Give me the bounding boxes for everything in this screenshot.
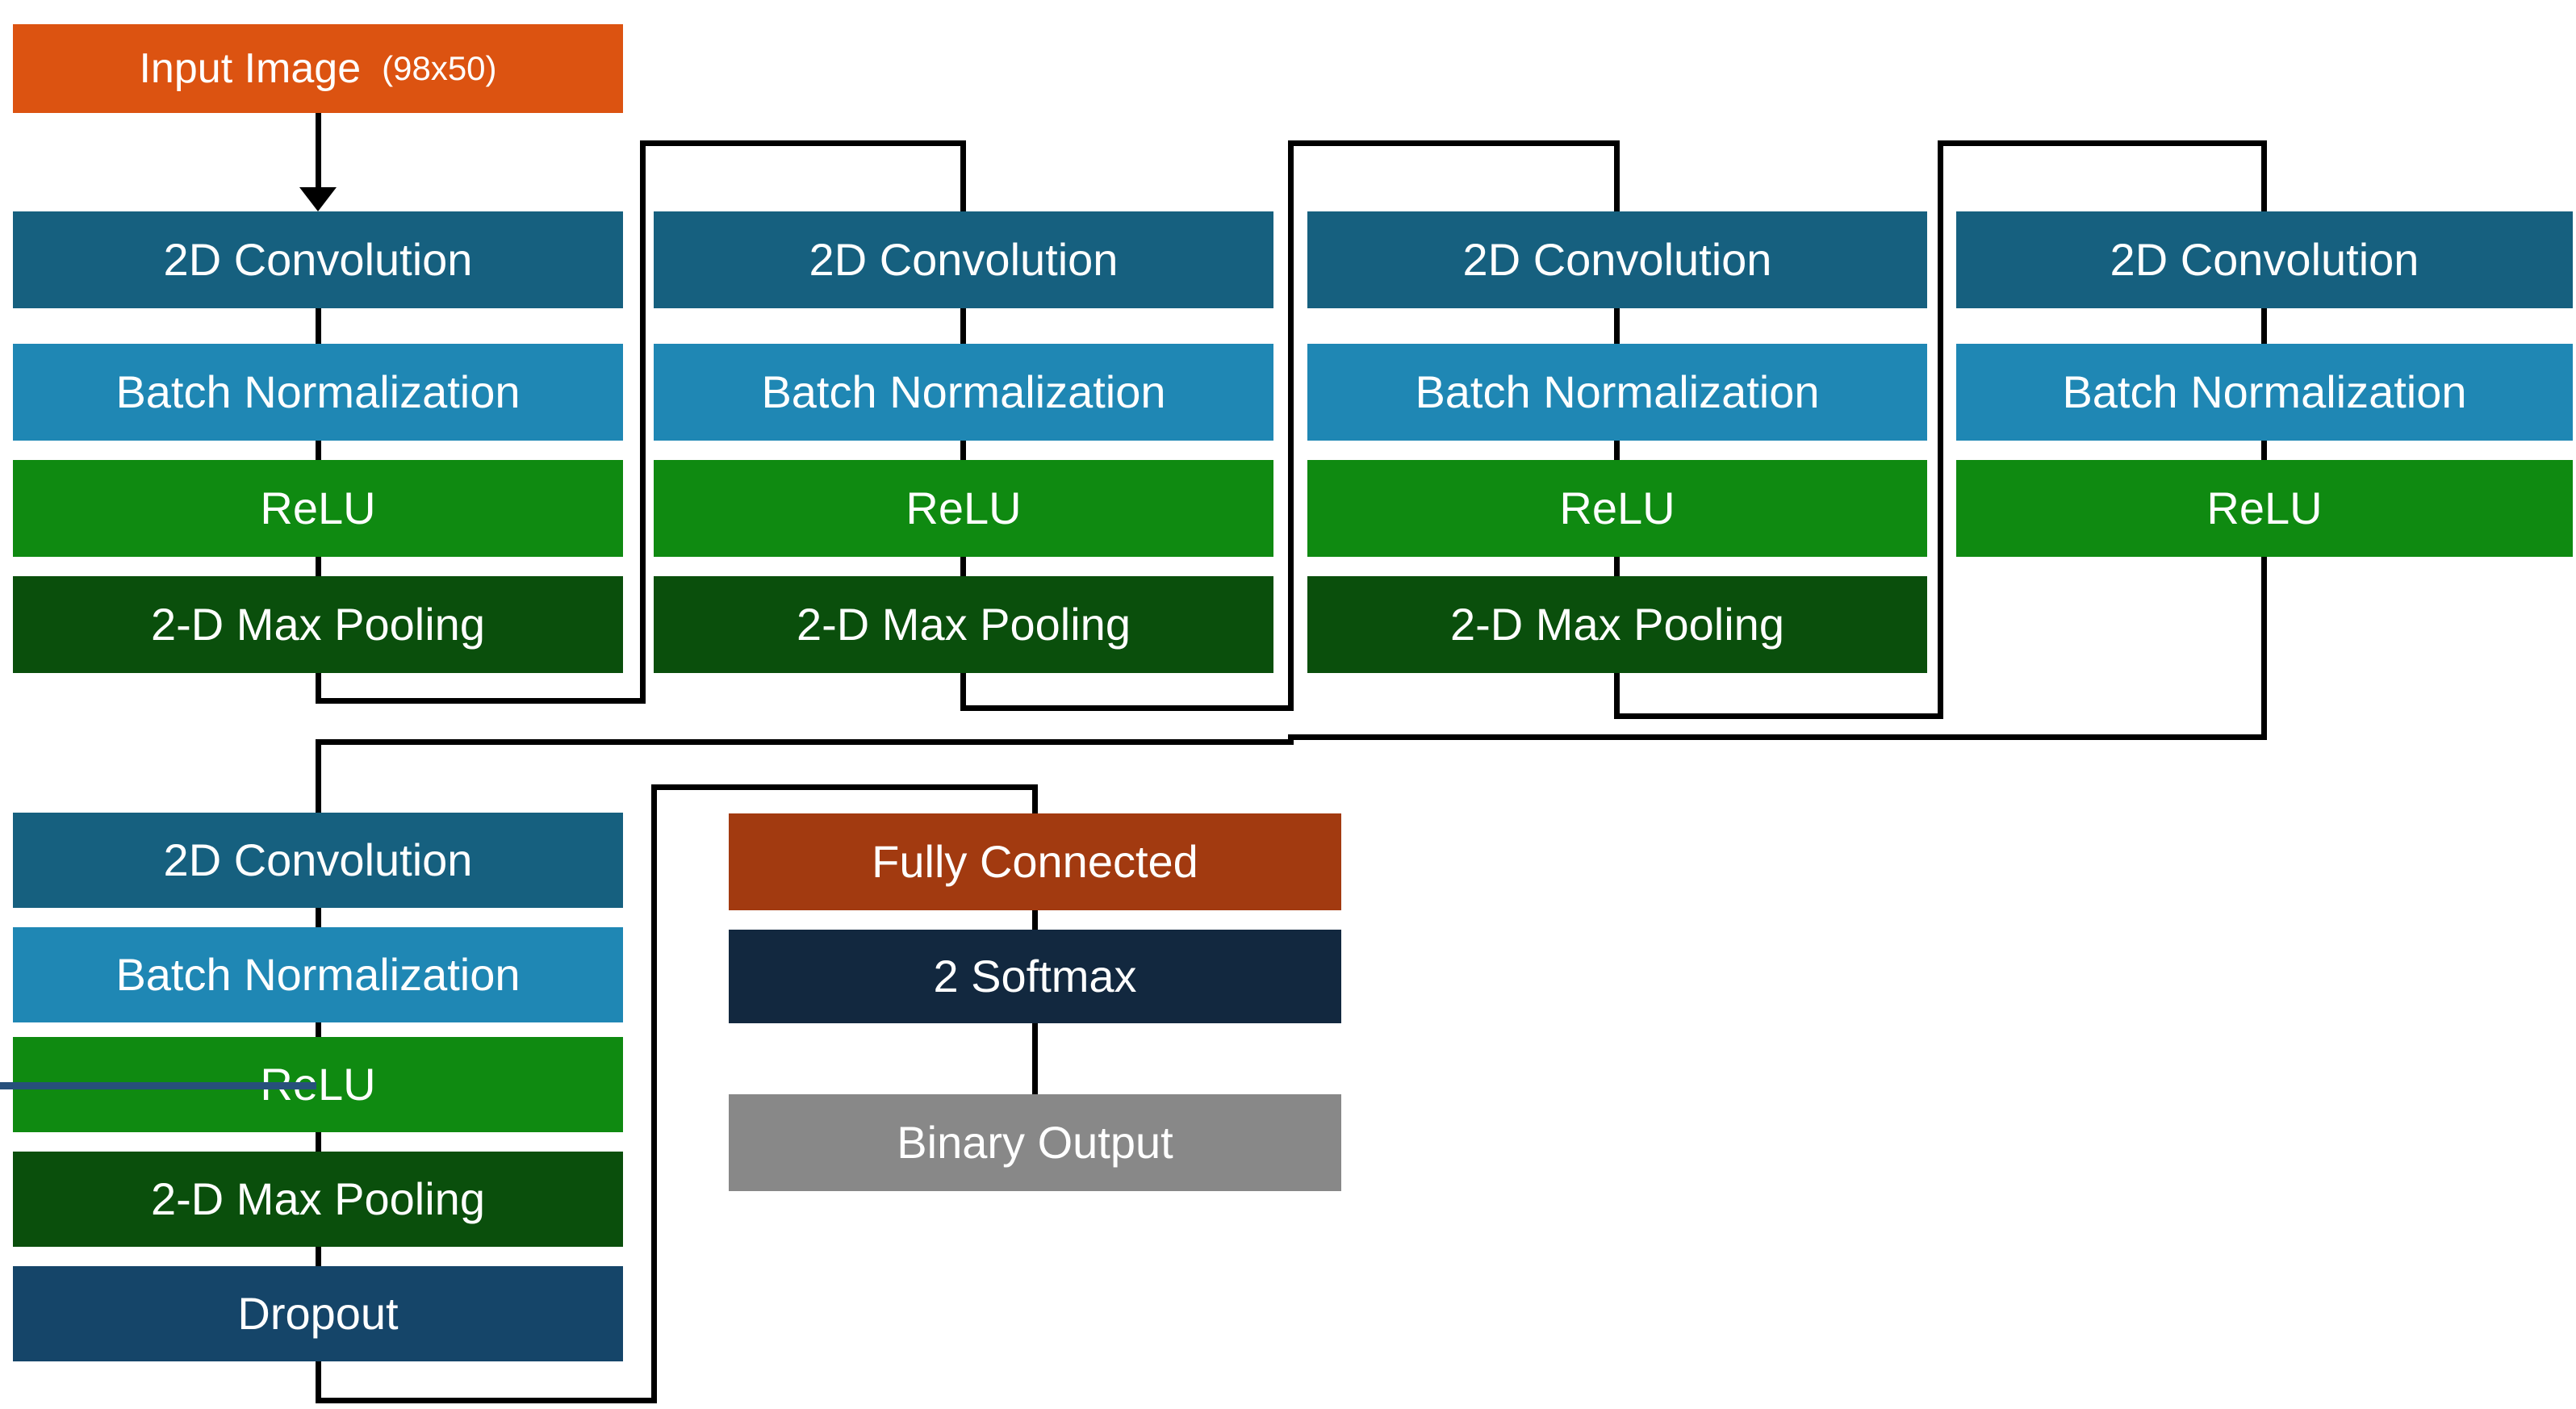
stage2-internal-connector <box>960 557 966 576</box>
stage4-batchnorm-block: Batch Normalization <box>1956 344 2573 441</box>
stage1-maxpool-block: 2-D Max Pooling <box>13 576 623 673</box>
binary-output-block: Binary Output <box>729 1094 1341 1191</box>
stage2-conv-block: 2D Convolution <box>654 211 1273 308</box>
stage2-to-stage3-bottom <box>960 705 1294 711</box>
stage5-internal-connector <box>316 908 321 927</box>
stage1-internal-connector <box>316 308 321 344</box>
stage4-internal-connector <box>2261 308 2267 344</box>
softmax-to-output-connector <box>1032 1023 1038 1094</box>
stage3-relu-block: ReLU <box>1307 460 1927 557</box>
stage4-relu-block: ReLU <box>1956 460 2573 557</box>
stage1-conv-block: 2D Convolution <box>13 211 623 308</box>
stage2-internal-connector <box>960 441 966 460</box>
stage2-to-stage3-top <box>1288 140 1620 146</box>
stage5-to-head-bottom <box>316 1398 657 1403</box>
stage1-internal-connector <box>316 441 321 460</box>
stage2-batchnorm-block: Batch Normalization <box>654 344 1273 441</box>
stage3-conv-block: 2D Convolution <box>1307 211 1927 308</box>
stage2-relu-block: ReLU <box>654 460 1273 557</box>
stage5-internal-connector <box>316 1247 321 1266</box>
stage1-relu-block: ReLU <box>13 460 623 557</box>
stage2-output-stub <box>960 673 966 711</box>
stage1-to-stage2-riser <box>640 140 646 704</box>
stage5-internal-connector <box>316 1132 321 1152</box>
stage2-internal-connector <box>960 308 966 344</box>
softmax-block: 2 Softmax <box>729 930 1341 1023</box>
stage2-to-stage3-riser <box>1288 140 1294 711</box>
input-arrow-head-icon <box>299 187 337 211</box>
stage5-batchnorm-block: Batch Normalization <box>13 927 623 1022</box>
input-image-dimensions: (98x50) <box>382 49 497 87</box>
stage5-dropout-block: Dropout <box>13 1266 623 1361</box>
stage3-batchnorm-block: Batch Normalization <box>1307 344 1927 441</box>
stage4-conv-block: 2D Convolution <box>1956 211 2573 308</box>
head-internal-connector <box>1032 910 1038 930</box>
head-input-stub <box>1032 784 1038 813</box>
stage4-to-stage5-long-right <box>1288 734 2267 740</box>
stage4-input-stub <box>2261 140 2267 211</box>
stage1-to-stage2-bottom <box>316 698 646 704</box>
stage3-input-stub <box>1614 140 1620 211</box>
stage3-internal-connector <box>1614 557 1620 576</box>
stage1-output-stub <box>316 673 321 704</box>
stage1-to-stage2-top <box>640 140 966 146</box>
stage5-input-drop <box>316 739 321 813</box>
stage4-to-stage5-long-left <box>316 739 1294 745</box>
stage5-relu-block: ReLU <box>13 1037 623 1132</box>
input-image-block: Input Image (98x50) <box>13 24 623 113</box>
stage3-maxpool-block: 2-D Max Pooling <box>1307 576 1927 673</box>
stage1-internal-connector <box>316 557 321 576</box>
stage5-to-head-riser <box>651 784 657 1403</box>
stage3-to-stage4-riser <box>1938 140 1943 719</box>
stage2-maxpool-block: 2-D Max Pooling <box>654 576 1273 673</box>
stage5-output-stub <box>316 1361 321 1403</box>
stage3-internal-connector <box>1614 308 1620 344</box>
stage3-to-stage4-bottom <box>1614 713 1943 719</box>
stage2-input-stub <box>960 140 966 211</box>
stage5-conv-block: 2D Convolution <box>13 813 623 908</box>
stage5-maxpool-block: 2-D Max Pooling <box>13 1152 623 1247</box>
stage1-batchnorm-block: Batch Normalization <box>13 344 623 441</box>
stage4-internal-connector <box>2261 441 2267 460</box>
stage3-to-stage4-top <box>1938 140 2267 146</box>
stage5-relu-strike-line <box>0 1082 316 1089</box>
input-arrow-shaft <box>316 113 321 190</box>
stage5-to-head-top <box>651 784 1038 790</box>
input-image-label: Input Image <box>139 45 362 92</box>
stage3-output-stub <box>1614 673 1620 719</box>
fully-connected-block: Fully Connected <box>729 813 1341 910</box>
stage5-internal-connector <box>316 1022 321 1037</box>
stage4-output-drop <box>2261 557 2267 740</box>
stage3-internal-connector <box>1614 441 1620 460</box>
